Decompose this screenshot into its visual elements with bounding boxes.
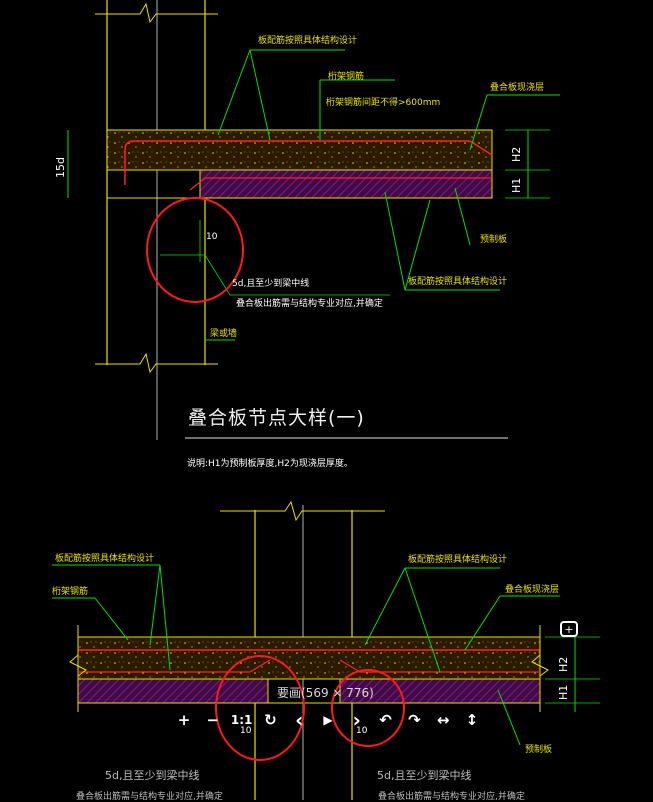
b-rebar-bottom-left	[78, 659, 271, 673]
fit-width-icon[interactable]: ↔	[436, 711, 450, 729]
fit-height-icon[interactable]: ↕	[465, 711, 479, 729]
zoom-in-button[interactable]: +	[177, 711, 191, 729]
b-leader-design-left-2	[159, 564, 171, 671]
b-break-left	[69, 625, 87, 712]
label-15d: 15d	[54, 157, 67, 178]
b-label-5d-left: 5d,且至少到梁中线	[105, 769, 200, 782]
b-break-mark-top	[220, 500, 385, 522]
prev-icon[interactable]: ‹	[295, 708, 304, 732]
precast-slab	[199, 169, 493, 199]
detail-note: 说明:H1为预制板厚度,H2为现浇层厚度。	[187, 459, 353, 469]
b-leader-truss	[94, 597, 129, 641]
zoom-out-button[interactable]: −	[206, 711, 220, 729]
b-label-note-right: 叠合板出筋需与结构专业对应,并确定	[378, 792, 525, 802]
b-leader-design-left	[149, 564, 161, 646]
label-bottom-design: 板配筋按照具体结构设计	[408, 277, 508, 287]
break-mark-top	[95, 2, 218, 24]
b-label-precast: 预制板	[525, 745, 553, 755]
b-label-cast-layer: 叠合板现浇层	[505, 585, 560, 595]
label-h1: H1	[510, 177, 523, 193]
label-truss-bar: 桁架钢筋	[328, 72, 365, 82]
leader-top-design	[217, 49, 251, 136]
b-label-design-right: 板配筋按照具体结构设计	[408, 555, 508, 565]
b-label-10-left: 10	[240, 726, 252, 736]
detail-title: 叠合板节点大样(一)	[188, 407, 365, 429]
viewer-toolbar: + − 1:1 ↻ ‹ ▶ › ↶ ↷ ↔ ↕	[172, 708, 484, 732]
bottom-detail	[52, 500, 600, 800]
b-cast-layer	[77, 636, 541, 680]
leader-precast	[454, 187, 471, 246]
next-icon[interactable]: ›	[352, 708, 361, 732]
annotation-circle-top	[146, 197, 244, 303]
add-image-icon[interactable]: +	[560, 621, 578, 637]
break-mark-bottom	[95, 352, 218, 374]
b-precast-left	[77, 678, 269, 704]
leader-bottom-design	[384, 191, 406, 291]
b-label-5d-right: 5d,且至少到梁中线	[377, 769, 472, 782]
label-beam: 梁或墙	[210, 329, 238, 339]
leader-top-design-2	[249, 49, 271, 141]
rotate-icon[interactable]: ↻	[264, 711, 277, 729]
leader-anchor	[160, 254, 390, 296]
cast-layer	[106, 129, 493, 171]
b-label-h1: H1	[557, 684, 570, 700]
b-break-right	[531, 625, 549, 712]
top-detail	[67, 0, 560, 440]
undo-icon[interactable]: ↶	[379, 711, 392, 729]
redo-icon[interactable]: ↷	[408, 711, 421, 729]
b-leader-design-right	[364, 567, 406, 646]
play-icon[interactable]: ▶	[323, 713, 333, 727]
b-leader-design-right-2	[404, 567, 441, 673]
label-truss-spacing: 桁架钢筋间距不得>600mm	[326, 98, 441, 108]
annotation-circle-bottom-left	[215, 655, 305, 761]
annotation-circle-bottom-right	[331, 669, 405, 747]
rebar-top	[124, 140, 493, 185]
b-leader-cast	[464, 595, 501, 651]
b-label-truss: 桁架钢筋	[52, 587, 89, 597]
b-leader-precast	[497, 689, 521, 746]
b-label-h2: H2	[557, 656, 570, 672]
label-anchor-note: 叠合板出筋需与结构专业对应,并确定	[236, 299, 383, 309]
b-rebar-bottom-right	[339, 659, 540, 673]
label-h2: H2	[510, 146, 523, 162]
label-anchor-5d: 5d,且至少到梁中线	[232, 279, 310, 289]
label-top-design: 板配筋按照具体结构设计	[258, 36, 358, 46]
leader-cast-layer	[469, 94, 488, 151]
b-label-10-right: 10	[356, 726, 368, 736]
rebar-bottom	[189, 177, 492, 191]
b-precast-right	[339, 678, 541, 704]
label-precast: 预制板	[480, 235, 508, 245]
label-10: 10	[206, 232, 218, 242]
image-size-label: 要画(569 × 776)	[277, 686, 374, 700]
leader-bottom-design-2	[404, 199, 431, 291]
actual-size-button[interactable]: 1:1	[230, 713, 253, 727]
label-cast-layer: 叠合板现浇层	[490, 83, 545, 93]
b-label-design-left: 板配筋按照具体结构设计	[55, 554, 155, 564]
b-label-note-left: 叠合板出筋需与结构专业对应,并确定	[76, 792, 223, 802]
